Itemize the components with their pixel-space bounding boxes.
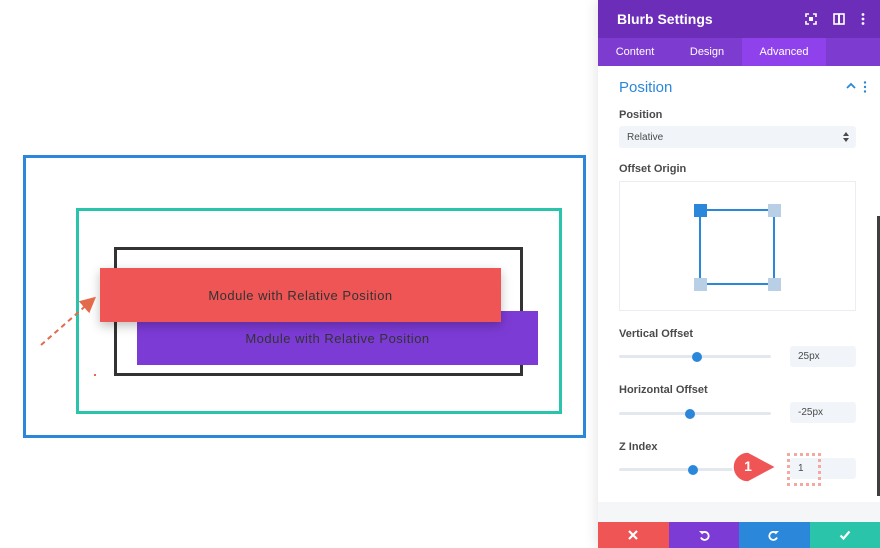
undo-button[interactable] bbox=[668, 522, 739, 548]
origin-top-left bbox=[694, 204, 707, 217]
module-original-label: Module with Relative Position bbox=[208, 287, 393, 303]
discard-button[interactable] bbox=[598, 522, 669, 548]
tab-design-label: Design bbox=[689, 46, 725, 58]
horizontal-offset-slider[interactable] bbox=[619, 408, 771, 419]
vertical-offset-label: Vertical Offset bbox=[619, 328, 693, 340]
origin-top-right bbox=[768, 204, 781, 217]
undo-icon bbox=[698, 531, 710, 541]
tab-content[interactable]: Content bbox=[598, 38, 672, 66]
scrollbar[interactable] bbox=[877, 216, 880, 496]
position-label: Position bbox=[619, 109, 663, 121]
vertical-offset-slider[interactable] bbox=[619, 351, 771, 362]
offset-origin-diagram bbox=[694, 204, 781, 291]
redo-button[interactable] bbox=[739, 522, 810, 548]
origin-bottom-right bbox=[768, 278, 781, 291]
fullscreen-icon[interactable] bbox=[804, 12, 818, 26]
panel-body: Position Position Relative Offset Origin bbox=[598, 66, 880, 502]
position-select[interactable]: Relative bbox=[619, 126, 856, 148]
dashed-arrow-icon bbox=[40, 296, 97, 346]
panel-tabs: Content Design Advanced bbox=[598, 38, 880, 66]
offset-origin-label: Offset Origin bbox=[619, 163, 687, 175]
vertical-offset-input[interactable]: 25px bbox=[790, 346, 856, 367]
redo-icon bbox=[768, 531, 780, 541]
offset-origin-picker bbox=[619, 181, 856, 311]
select-arrows-icon bbox=[843, 132, 849, 142]
position-select-value: Relative bbox=[627, 131, 664, 143]
panel-footer bbox=[598, 522, 880, 548]
callout-number: 1 bbox=[744, 458, 752, 474]
tab-advanced[interactable]: Advanced bbox=[742, 38, 826, 66]
marker-dot bbox=[94, 374, 96, 376]
z-index-value: 1 bbox=[798, 463, 804, 474]
module-offset-label: Module with Relative Position bbox=[245, 330, 430, 346]
columns-icon[interactable] bbox=[832, 12, 846, 26]
horizontal-offset-thumb[interactable] bbox=[685, 408, 696, 419]
settings-panel: Blurb Settings Content Design Advanced P… bbox=[598, 0, 880, 548]
z-index-thumb[interactable] bbox=[688, 464, 699, 475]
row-frame[interactable] bbox=[76, 208, 562, 414]
tab-content-label: Content bbox=[615, 46, 655, 58]
vertical-offset-value: 25px bbox=[798, 351, 820, 362]
section-title[interactable]: Position bbox=[619, 79, 673, 96]
z-index-highlight bbox=[787, 453, 821, 486]
origin-bottom-left bbox=[694, 278, 707, 291]
panel-header: Blurb Settings bbox=[598, 0, 880, 38]
close-icon bbox=[628, 530, 639, 540]
builder-canvas: Module with Relative Position Module wit… bbox=[23, 155, 586, 438]
kebab-menu-icon[interactable] bbox=[856, 12, 870, 26]
save-button[interactable] bbox=[809, 522, 880, 548]
vertical-offset-thumb[interactable] bbox=[691, 351, 702, 362]
z-index-label: Z Index bbox=[619, 441, 658, 453]
check-icon bbox=[839, 530, 851, 541]
callout-marker-icon bbox=[732, 451, 778, 483]
section-kebab-icon[interactable] bbox=[863, 81, 867, 93]
tab-advanced-label: Advanced bbox=[759, 46, 809, 58]
z-index-input[interactable]: 1 bbox=[790, 458, 856, 479]
panel-title: Blurb Settings bbox=[617, 11, 713, 27]
outer-section-frame[interactable] bbox=[23, 155, 586, 438]
chevron-up-icon[interactable] bbox=[846, 82, 856, 90]
z-index-slider[interactable] bbox=[619, 464, 771, 475]
tab-design[interactable]: Design bbox=[672, 38, 742, 66]
horizontal-offset-value: -25px bbox=[798, 407, 824, 418]
horizontal-offset-label: Horizontal Offset bbox=[619, 384, 708, 396]
horizontal-offset-input[interactable]: -25px bbox=[790, 402, 856, 423]
module-original-red[interactable]: Module with Relative Position bbox=[100, 268, 501, 322]
